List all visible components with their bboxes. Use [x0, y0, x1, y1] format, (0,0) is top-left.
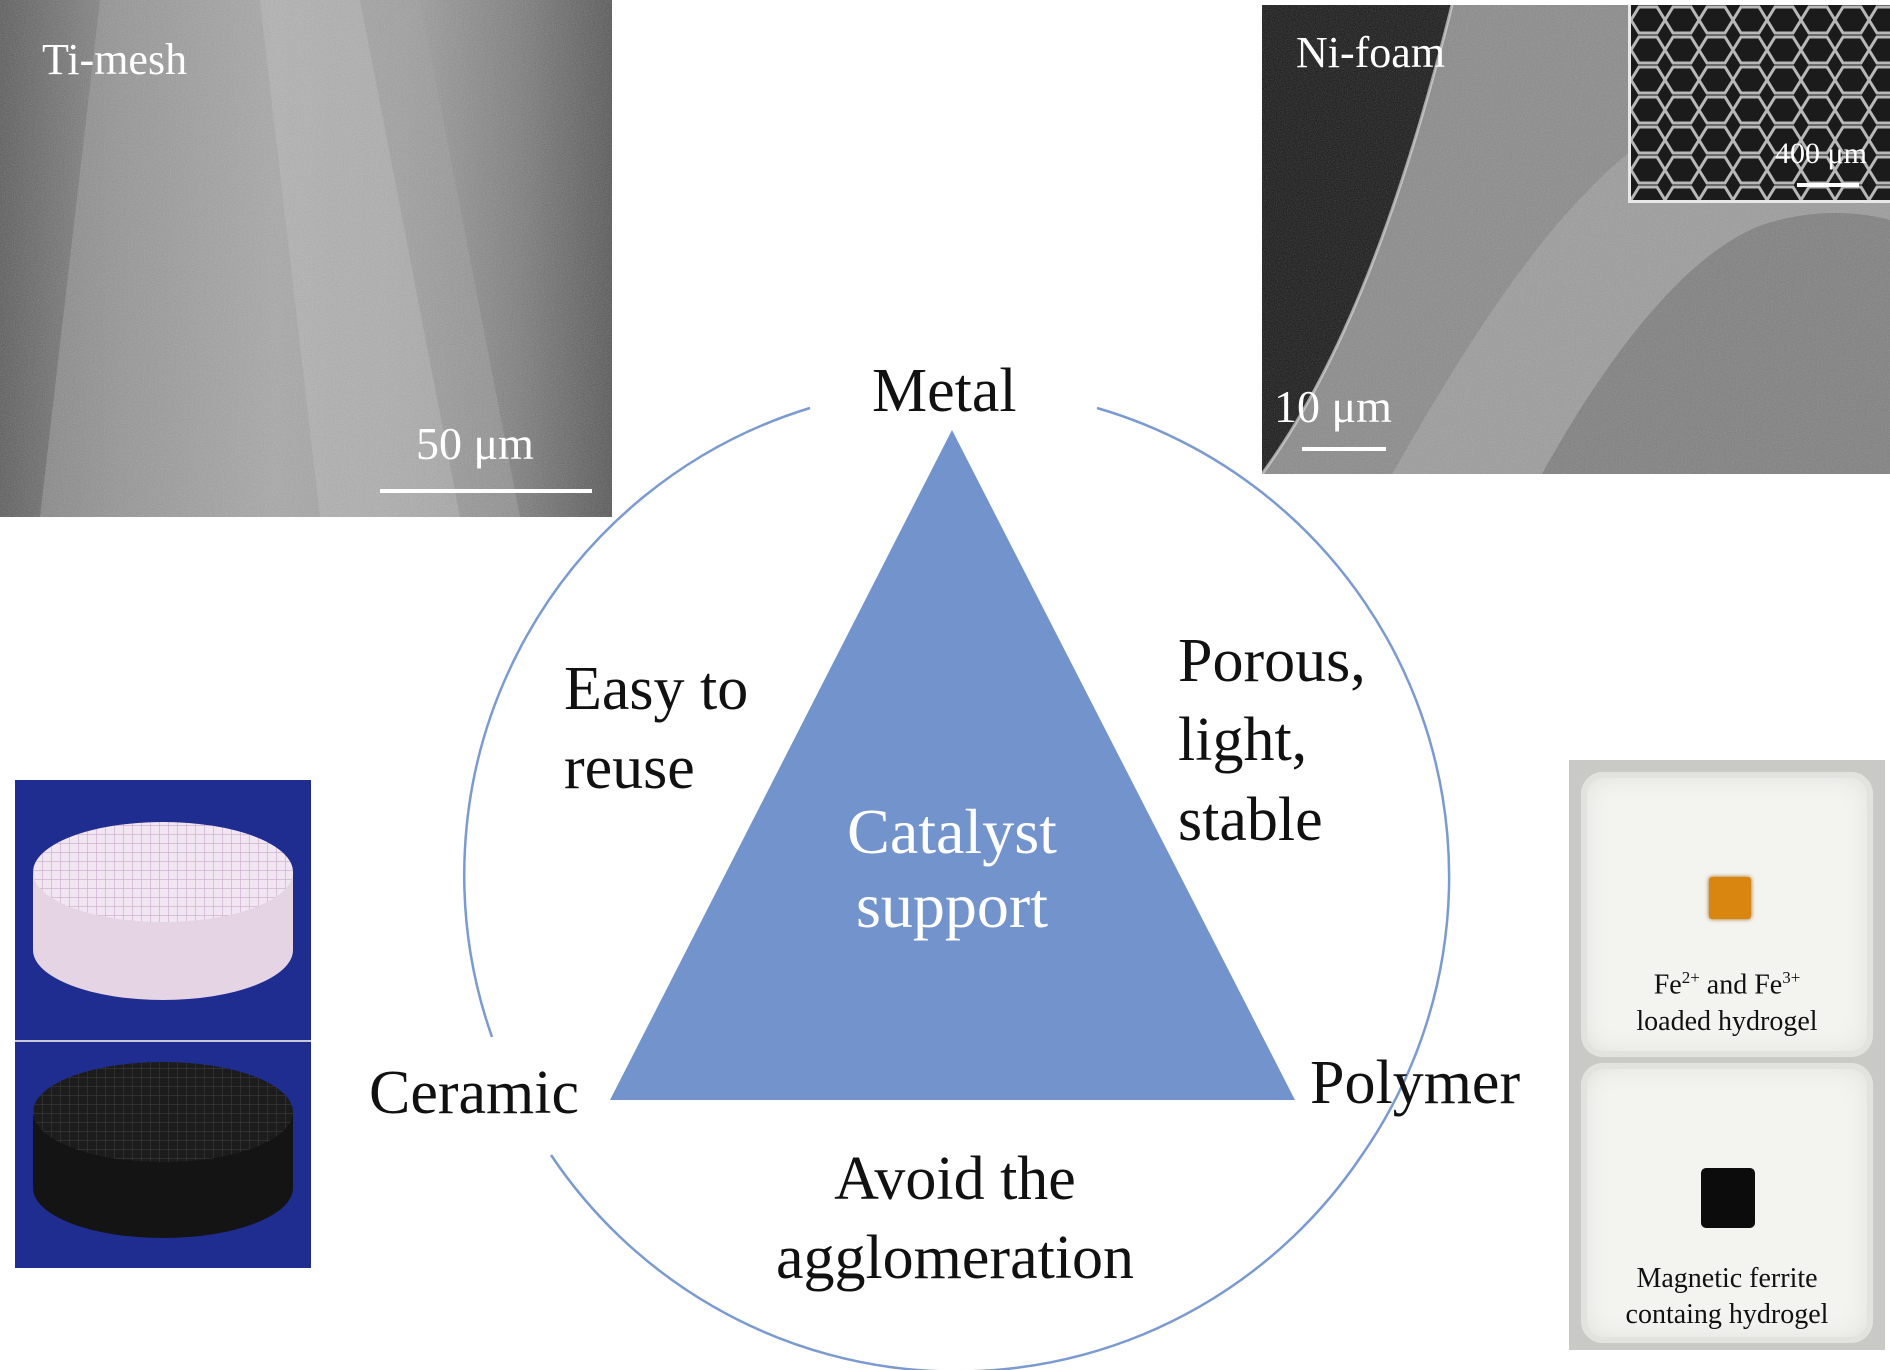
- property-porous-light-stable: Porous, light, stable: [1178, 622, 1366, 860]
- fe-caption-sup-a: 2+: [1681, 968, 1700, 987]
- ti-mesh-title: Ti-mesh: [42, 35, 188, 84]
- center-line2: support: [856, 869, 1048, 941]
- fe-caption-a: Fe: [1653, 969, 1682, 1001]
- ni-foam-scale-bar: [1302, 447, 1386, 451]
- ni-foam-scale-label: 10 μm: [1274, 381, 1392, 432]
- ceramic-monolith-images: [15, 780, 311, 1268]
- property-avoid-agglomeration: Avoid the agglomeration: [760, 1140, 1150, 1299]
- ni-foam-inset-scale-bar: [1797, 183, 1859, 187]
- avoid-line1: Avoid the: [834, 1145, 1076, 1213]
- circle-arc-bottom: [549, 1154, 1364, 1370]
- magnetic-hydrogel-sample: [1701, 1168, 1755, 1228]
- magnetic-caption-line1: Magnetic ferrite: [1636, 1263, 1818, 1294]
- magnetic-hydrogel-caption: Magnetic ferrite containg hydrogel: [1581, 1261, 1873, 1334]
- vertex-label-polymer: Polymer: [1310, 1049, 1521, 1117]
- ni-foam-title: Ni-foam: [1296, 28, 1446, 77]
- vertex-label-metal: Metal: [872, 357, 1017, 425]
- porous-line3: stable: [1178, 785, 1323, 854]
- fe-hydrogel-caption: Fe2+ and Fe3+ loaded hydrogel: [1581, 967, 1873, 1040]
- fe-caption-b: and Fe: [1699, 969, 1783, 1001]
- fe-caption-line2: loaded hydrogel: [1636, 1005, 1818, 1037]
- center-line1: Catalyst: [847, 796, 1057, 867]
- easy-line2: reuse: [564, 734, 695, 803]
- ti-mesh-sem-image: Ti-mesh 50 μm: [0, 0, 612, 517]
- hydrogel-images: Fe2+ and Fe3+ loaded hydrogel Magnetic f…: [1569, 760, 1885, 1350]
- property-easy-to-reuse: Easy to reuse: [564, 650, 748, 809]
- porous-line2: light,: [1178, 706, 1308, 775]
- center-label-catalyst-support: Catalyst support: [792, 795, 1112, 942]
- circle-arc-left: [463, 406, 811, 1038]
- magnetic-caption-line2: containg hydrogel: [1625, 1299, 1829, 1331]
- ni-foam-inset: 400 μm: [1628, 5, 1890, 203]
- ni-foam-inset-scale-label: 400 μm: [1775, 137, 1867, 170]
- circle-arc-right: [1096, 406, 1451, 1156]
- hydrogel-tray-top: Fe2+ and Fe3+ loaded hydrogel: [1581, 772, 1873, 1057]
- ti-mesh-texture: [0, 0, 612, 517]
- avoid-line2: agglomeration: [775, 1224, 1135, 1293]
- porous-line1: Porous,: [1178, 627, 1366, 695]
- ni-foam-inset-texture: [1631, 5, 1890, 200]
- catalyst-support-triangle: [610, 430, 1295, 1100]
- vertex-label-ceramic: Ceramic: [369, 1059, 580, 1127]
- ti-mesh-scale-label: 50 μm: [416, 418, 534, 469]
- fe-loaded-hydrogel-sample: [1709, 877, 1751, 919]
- fe-caption-sup-b: 3+: [1782, 968, 1801, 987]
- hydrogel-tray-bottom: Magnetic ferrite containg hydrogel: [1581, 1063, 1873, 1343]
- easy-line1: Easy to: [564, 655, 749, 723]
- ni-foam-sem-image: 400 μm Ni-foam 10 μm: [1262, 5, 1890, 474]
- ceramic-monoliths: [15, 780, 311, 1268]
- ti-mesh-scale-bar: [380, 489, 592, 493]
